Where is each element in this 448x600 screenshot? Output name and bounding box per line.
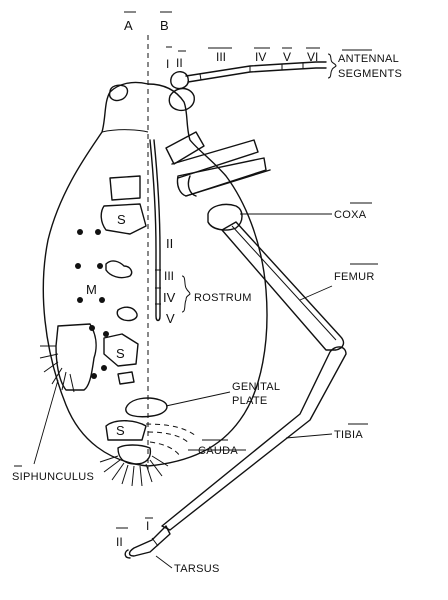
genital-plate xyxy=(125,397,168,418)
rostrum-segment-III: III xyxy=(164,269,174,283)
rostrum-label: ROSTRUM xyxy=(194,292,252,304)
half-label-a: A xyxy=(124,18,133,33)
sclerite-s-lower xyxy=(105,420,147,441)
genital-plate-leader xyxy=(165,391,231,407)
tarsus xyxy=(128,525,171,557)
leg-stub-4 xyxy=(185,169,271,197)
body-outline xyxy=(42,81,268,467)
siphunculus-label: SIPHUNCULUS xyxy=(12,471,94,483)
cauda-dashed-arc-2 xyxy=(147,431,191,445)
leg-stub-1 xyxy=(165,131,205,165)
tarsal-segment-I: I xyxy=(146,519,149,533)
cauda-dashed-arc-1 xyxy=(145,423,197,437)
antenna-joint-1 xyxy=(199,73,202,81)
head-outline xyxy=(108,84,129,102)
antenna xyxy=(185,61,327,83)
antenna-segment-V: V xyxy=(283,50,291,64)
antenna-brace xyxy=(327,53,337,79)
rostrum-segment-V: V xyxy=(166,311,175,326)
antenna-segment-IV: IV xyxy=(255,50,266,64)
femur-inner xyxy=(231,225,337,341)
tarsus-divider xyxy=(151,537,159,547)
rostrum-segment-II: II xyxy=(166,236,173,251)
rostrum-segment-IV: IV xyxy=(163,290,176,305)
half-label-b: B xyxy=(160,18,169,33)
neck-line xyxy=(101,129,149,133)
antennal-label-line2: SEGMENTS xyxy=(338,68,402,80)
rostrum-brace xyxy=(181,275,191,313)
cauda-dashed-arc-3 xyxy=(149,441,181,457)
sclerite-middle xyxy=(105,260,133,279)
sclerite-lower xyxy=(116,306,138,322)
cauda xyxy=(117,444,152,465)
femur-leader xyxy=(299,285,333,301)
antenna-base xyxy=(170,71,190,90)
antenna-segment-II: II xyxy=(176,56,183,70)
tarsus-label: TARSUS xyxy=(174,563,220,575)
antenna-segment-I: I xyxy=(166,57,169,71)
sclerite-s-lower-label: S xyxy=(116,423,125,438)
sclerite-s-upper xyxy=(100,203,147,235)
antenna-segment-III: III xyxy=(216,50,226,64)
siphunculus-leader xyxy=(33,379,59,465)
sclerite-lateral xyxy=(55,323,97,391)
coxa xyxy=(207,203,243,231)
antenna-segment-VI: VI xyxy=(307,50,318,64)
tibia xyxy=(161,346,347,531)
coxa-label: COXA xyxy=(334,209,367,221)
sclerite-top xyxy=(109,175,141,201)
sclerite-s-upper-label: S xyxy=(117,212,126,227)
genital-plate-label-line1: GENITAL xyxy=(232,381,280,393)
cauda-label: CAUDA xyxy=(198,445,238,457)
rostrum xyxy=(149,139,161,322)
leg-stub-2 xyxy=(171,139,259,179)
cauda-bristles xyxy=(99,455,169,487)
spot-cluster xyxy=(75,229,109,379)
femur xyxy=(221,221,345,351)
femur-label: FEMUR xyxy=(334,271,375,283)
sclerite-s-middle-label: S xyxy=(116,346,125,361)
antennal-label-line1: ANTENNAL xyxy=(338,53,399,65)
antenna-segment-labels: I II III IV V VI xyxy=(166,46,320,71)
tarsal-segment-II: II xyxy=(116,535,123,549)
tibia-label: TIBIA xyxy=(334,429,363,441)
mark-m: M xyxy=(86,282,97,297)
siphunculus-bristles xyxy=(39,345,75,393)
sclerite-s-middle xyxy=(103,333,139,367)
tibia-leader xyxy=(285,433,333,439)
tarsus-leader xyxy=(155,555,173,569)
genital-plate-label-line2: PLATE xyxy=(232,395,268,407)
leg-stub-3 xyxy=(176,157,267,197)
claw xyxy=(124,549,131,559)
sclerite-small xyxy=(117,371,135,385)
